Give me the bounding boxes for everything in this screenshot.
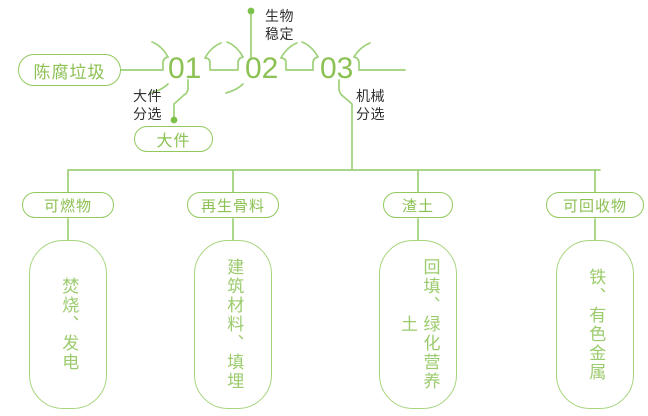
node-category-recyclables[interactable]: 可回收物 xyxy=(546,192,644,218)
box-use-recycled-aggregate[interactable]: 建筑材料、填埋 xyxy=(194,240,272,409)
node-category-recycled-aggregate[interactable]: 再生骨料 xyxy=(187,192,279,218)
box-use-combustible[interactable]: 焚烧、发电 xyxy=(29,240,107,409)
annotation-bulky-sorting: 大件 分选 xyxy=(133,88,162,122)
annotation-bio-stabilization: 生物 稳定 xyxy=(265,8,294,42)
line-step2-to-step3 xyxy=(280,56,319,71)
box-use-slag-soil[interactable]: 回填、绿化营养土 xyxy=(379,240,457,409)
box-use-recyclables-text: 铁、有色金属 xyxy=(586,267,606,382)
step-number-02[interactable]: 02 xyxy=(245,52,279,85)
dot-bulky xyxy=(170,116,178,124)
node-source-waste[interactable]: 陈腐垃圾 xyxy=(18,54,121,86)
arc-step1-lower-left xyxy=(150,83,169,94)
step-number-01[interactable]: 01 xyxy=(168,52,202,85)
node-category-slag-soil[interactable]: 渣土 xyxy=(383,192,453,218)
arc-step2-right xyxy=(280,42,298,59)
line-bulky-branch xyxy=(173,79,189,120)
node-bulky-output[interactable]: 大件 xyxy=(134,126,213,152)
arc-step3-left xyxy=(301,41,319,58)
box-use-slag-soil-text: 回填、绿化营养土 xyxy=(398,258,440,391)
dot-bio-stable xyxy=(247,7,255,15)
arc-step3-right xyxy=(353,42,371,58)
annotation-mechanical-sorting: 机械 分选 xyxy=(356,88,385,122)
box-use-recyclables[interactable]: 铁、有色金属 xyxy=(556,240,634,409)
line-step1-to-step2 xyxy=(204,56,244,71)
step-number-03[interactable]: 03 xyxy=(320,52,354,85)
arc-step1-left xyxy=(151,41,169,58)
line-step3-to-fanout xyxy=(338,79,353,171)
arc-step1-right xyxy=(204,42,222,59)
arc-step2-lower-left xyxy=(225,83,244,94)
node-category-combustible[interactable]: 可燃物 xyxy=(22,192,114,218)
box-use-recycled-aggregate-text: 建筑材料、填埋 xyxy=(224,258,244,391)
line-step3-tail xyxy=(353,56,406,71)
box-use-combustible-text: 焚烧、发电 xyxy=(59,277,79,372)
line-source-to-step1 xyxy=(120,56,169,71)
arc-step2-left xyxy=(226,41,244,58)
